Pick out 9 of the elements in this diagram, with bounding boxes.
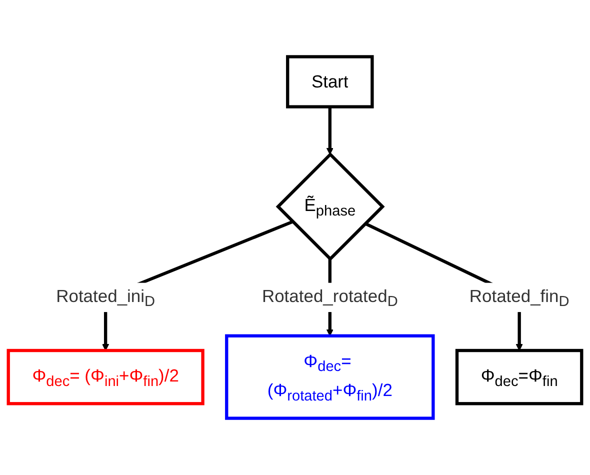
- node-box: Start: [286, 55, 374, 108]
- edge-label: Rotated_fin$_{D}$: [469, 286, 570, 310]
- edge-label: Rotated_rotated$_{D}$: [262, 286, 398, 310]
- node-diamond: Ẽ$_{phase}$: [276, 152, 385, 262]
- node-box: Φ$_{dec}$= (Φ$_{ini}$+Φ$_{fin}$)/2: [6, 348, 204, 406]
- node-box: Φ$_{dec}$=Φ$_{fin}$: [455, 348, 584, 406]
- node-box: Φ$_{dec}$= (Φ$_{rotated}$+Φ$_{fin}$)/2: [225, 334, 435, 420]
- edge-label: Rotated_ini$_{D}$: [56, 286, 156, 310]
- arrow: [326, 106, 334, 155]
